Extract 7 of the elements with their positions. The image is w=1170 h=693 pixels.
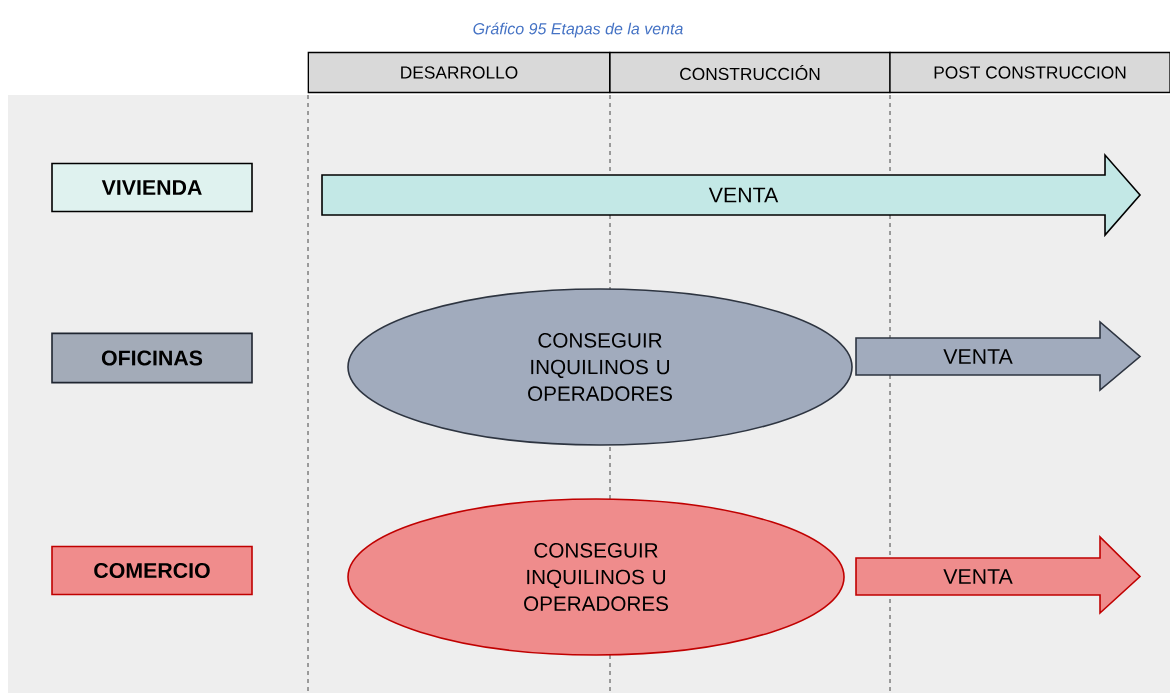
column-header: DESARROLLO xyxy=(307,51,611,94)
column-header: CONSTRUCCIÓN xyxy=(609,51,891,94)
category-box: OFICINAS xyxy=(51,332,253,384)
category-box: COMERCIO xyxy=(51,545,253,596)
caption: Gráfico 95 Etapas de la venta xyxy=(473,22,683,38)
category-box: VIVIENDA xyxy=(51,162,253,213)
column-header: POST CONSTRUCCION xyxy=(889,51,1170,94)
